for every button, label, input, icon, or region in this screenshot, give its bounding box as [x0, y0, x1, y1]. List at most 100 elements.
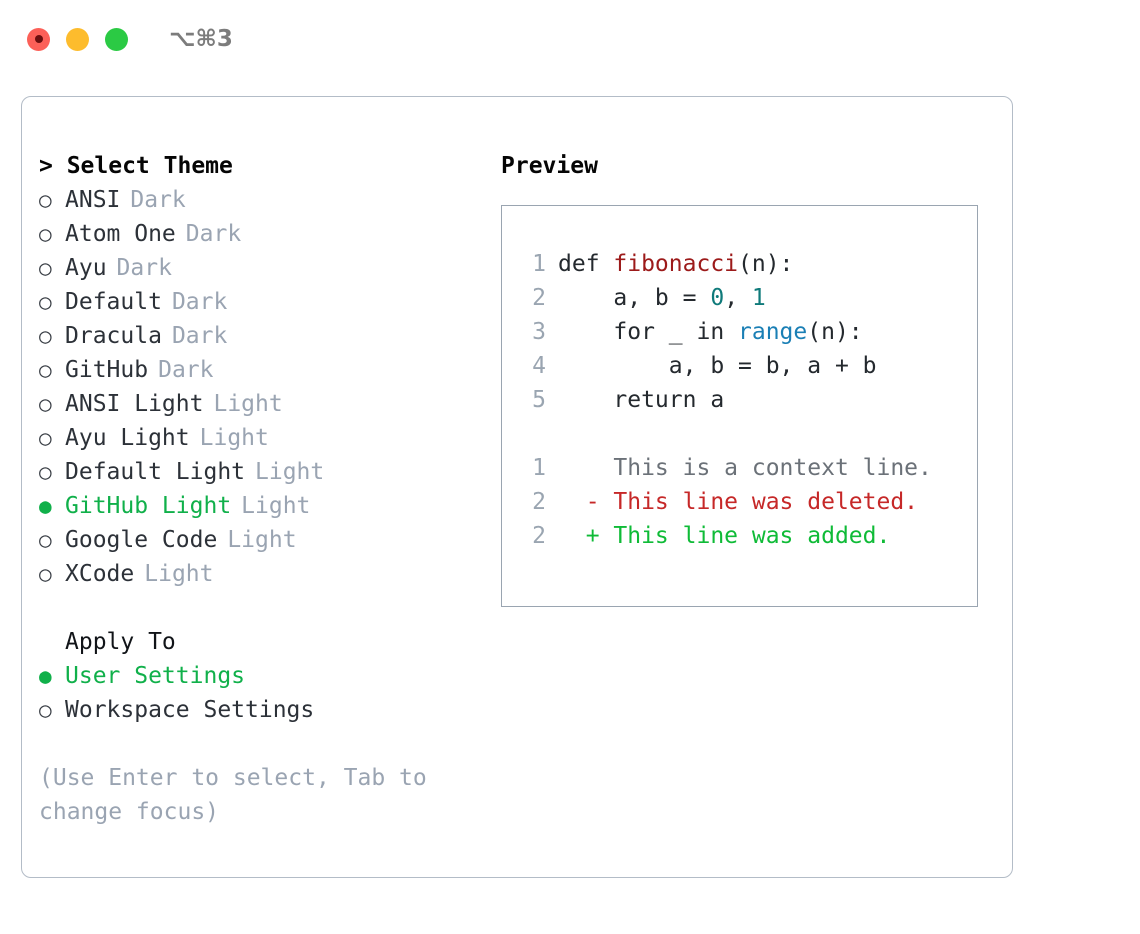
- theme-list-item[interactable]: ○ Atom One Dark: [39, 217, 479, 251]
- code-line: 2 a, b = 0, 1: [520, 281, 969, 315]
- theme-variant-tag: Dark: [185, 221, 242, 247]
- theme-name-label: Atom One: [65, 221, 176, 247]
- theme-list-item[interactable]: ○ Google Code Light: [39, 523, 479, 557]
- window-controls: [27, 27, 128, 51]
- line-number: 4: [532, 353, 546, 379]
- code-token-plain: (n):: [807, 319, 863, 345]
- select-theme-header: > Select Theme: [39, 153, 233, 179]
- radio-unselected-icon: ○: [39, 426, 52, 450]
- theme-list-item[interactable]: ○ ANSI Light Light: [39, 387, 479, 421]
- apply-to-label: Workspace Settings: [65, 697, 315, 723]
- theme-list-item[interactable]: ○ ANSI Dark: [39, 183, 479, 217]
- code-line-text: def fibonacci(n):: [558, 247, 793, 281]
- apply-to-list: ●User Settings ○ Workspace Settings: [39, 659, 479, 727]
- code-token-plain: (n):: [738, 251, 794, 277]
- theme-name-label: XCode: [65, 561, 135, 587]
- code-line-text: a, b = 0, 1: [558, 281, 765, 315]
- radio-unselected-icon: ○: [39, 324, 52, 348]
- theme-list-item[interactable]: ○ Default Light Light: [39, 455, 479, 489]
- list-spacer: [39, 591, 479, 625]
- apply-to-option[interactable]: ●User Settings: [39, 659, 479, 693]
- radio-unselected-icon: ○: [39, 460, 52, 484]
- theme-name-label: ANSI Light: [65, 391, 204, 417]
- theme-variant-tag: Dark: [158, 357, 214, 383]
- code-token-call: range: [738, 319, 808, 345]
- radio-unselected-icon: ○: [39, 358, 52, 382]
- diff-line-number: 1: [532, 455, 546, 481]
- radio-unselected-icon: ○: [39, 698, 52, 722]
- minimize-button[interactable]: [66, 27, 89, 51]
- theme-list-item[interactable]: ○ XCode Light: [39, 557, 479, 591]
- code-token-plain: a, b =: [558, 285, 711, 311]
- code-token-num: 0: [710, 285, 725, 311]
- radio-unselected-icon: ○: [39, 562, 52, 586]
- code-token-plain: for _ in: [558, 319, 739, 345]
- theme-variant-tag: Light: [213, 391, 283, 417]
- theme-variant-tag: Light: [255, 459, 325, 485]
- theme-list-item[interactable]: ○ Dracula Dark: [39, 319, 479, 353]
- diff-line-text-add: + This line was added.: [558, 523, 891, 549]
- apply-to-option[interactable]: ○ Workspace Settings: [39, 693, 479, 727]
- code-token-plain: ,: [724, 285, 752, 311]
- radio-unselected-icon: ○: [39, 188, 52, 212]
- diff-line: 1 This is a context line.: [520, 451, 969, 485]
- apply-to-header: Apply To: [65, 629, 176, 655]
- diff-line-number: 2: [532, 523, 546, 549]
- radio-unselected-icon: ○: [39, 222, 52, 246]
- theme-name-label: GitHub: [65, 357, 149, 383]
- theme-variant-tag: Light: [199, 425, 269, 451]
- code-line-text: return a: [558, 383, 724, 417]
- diff-line: 2 - This line was deleted.: [520, 485, 969, 519]
- theme-name-label: Default Light: [65, 459, 246, 485]
- diff-line-text-ctx: This is a context line.: [558, 455, 932, 481]
- radio-unselected-icon: ○: [39, 392, 52, 416]
- theme-name-label: Default: [65, 289, 162, 315]
- theme-list-item[interactable]: ○ GitHub Dark: [39, 353, 479, 387]
- theme-variant-tag: Light: [144, 561, 214, 587]
- theme-variant-tag: Dark: [130, 187, 186, 213]
- keyboard-hint-text: (Use Enter to select, Tab to change focu…: [39, 765, 427, 825]
- theme-name-label: Google Code: [65, 527, 218, 553]
- theme-list-item[interactable]: ○ Ayu Light Light: [39, 421, 479, 455]
- title-bar: ⌥⌘3: [0, 0, 1140, 78]
- maximize-button[interactable]: [105, 27, 128, 51]
- code-token-func: fibonacci: [613, 251, 739, 277]
- theme-name-label: Ayu Light: [65, 425, 190, 451]
- theme-variant-tag: Dark: [171, 323, 228, 349]
- theme-name-label: Dracula: [65, 323, 162, 349]
- keyboard-shortcut-label: ⌥⌘3: [169, 26, 233, 52]
- code-line: 1 def fibonacci(n):: [520, 247, 969, 281]
- line-number: 3: [532, 319, 546, 345]
- radio-unselected-icon: ○: [39, 290, 52, 314]
- line-number: 2: [532, 285, 546, 311]
- radio-unselected-icon: ○: [39, 256, 52, 280]
- theme-name-label: Ayu: [65, 255, 107, 281]
- theme-name-label: ANSI: [65, 187, 121, 213]
- diff-line-number: 2: [532, 489, 546, 515]
- radio-unselected-icon: ○: [39, 528, 52, 552]
- theme-variant-tag: Light: [227, 527, 297, 553]
- theme-name-label: GitHub Light: [65, 493, 232, 519]
- code-token-plain: def: [558, 251, 614, 277]
- preview-title: Preview: [501, 153, 598, 179]
- code-token-plain: return a: [558, 387, 725, 413]
- diff-line: 2 + This line was added.: [520, 519, 969, 553]
- line-number: 5: [532, 387, 546, 413]
- line-number: 1: [532, 251, 546, 277]
- code-line: 5 return a: [520, 383, 969, 417]
- code-line-text: a, b = b, a + b: [558, 349, 877, 383]
- close-button[interactable]: [27, 27, 50, 51]
- radio-selected-icon: ●: [39, 494, 52, 518]
- diff-block: 1 This is a context line.2 - This line w…: [520, 451, 969, 553]
